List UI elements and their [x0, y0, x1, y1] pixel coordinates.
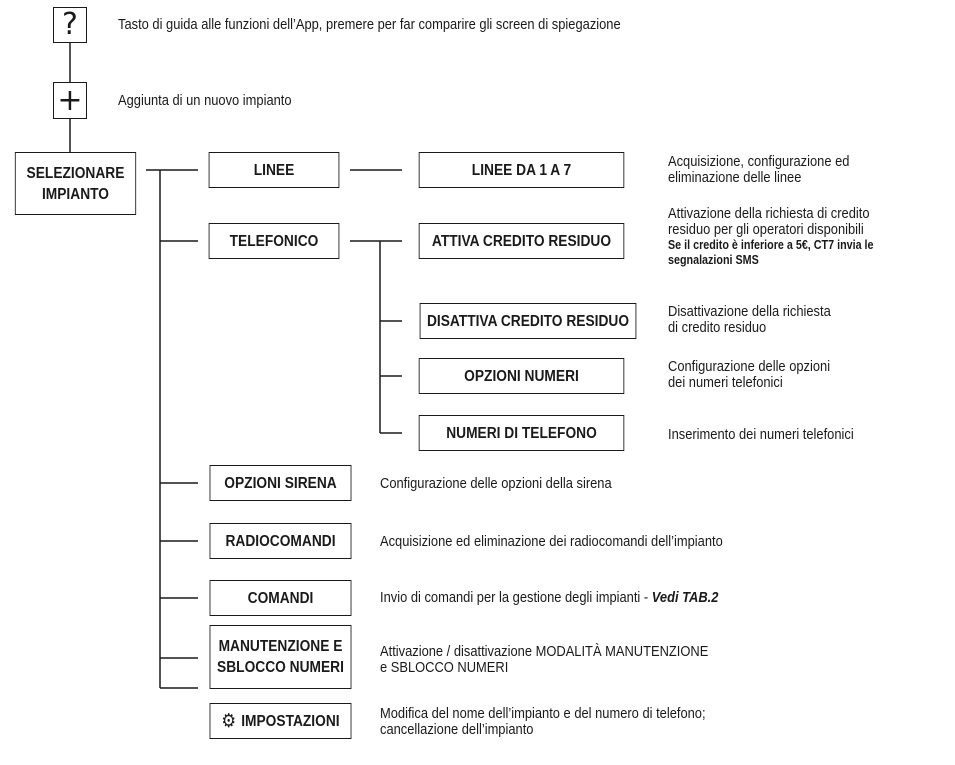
- opzioni-numeri-description: Configurazione delle opzioni dei numeri …: [668, 358, 831, 391]
- disattiva-credito-description: Disattivazione della richiesta di credit…: [668, 303, 831, 336]
- linee-1-7-node[interactable]: LINEE DA 1 A 7: [418, 152, 625, 188]
- opzioni-numeri-node[interactable]: OPZIONI NUMERI: [418, 358, 625, 394]
- opzioni-sirena-description: Configurazione delle opzioni della siren…: [380, 475, 612, 492]
- credit-note: Se il credito è inferiore a 5€, CT7 invi…: [668, 238, 874, 252]
- comandi-description: Invio di comandi per la gestione degli i…: [380, 589, 719, 606]
- plus-icon: +: [57, 82, 83, 118]
- linee-node[interactable]: LINEE: [208, 152, 340, 188]
- impostazioni-description: Modifica del nome dell’impianto e del nu…: [380, 705, 706, 738]
- numeri-telefono-node[interactable]: NUMERI DI TELEFONO: [418, 415, 625, 451]
- attiva-credito-description: Attivazione della richiesta di credito r…: [668, 205, 874, 268]
- help-description: Tasto di guida alle funzioni dell’App, p…: [118, 16, 621, 33]
- gear-icon: ⚙: [221, 710, 237, 732]
- tab2-reference: Vedi TAB.2: [651, 589, 719, 606]
- select-system-node[interactable]: SELEZIONARE IMPIANTO: [14, 152, 137, 215]
- impostazioni-node[interactable]: ⚙IMPOSTAZIONI: [209, 703, 352, 739]
- radiocomandi-node[interactable]: RADIOCOMANDI: [209, 523, 352, 559]
- telefonico-node[interactable]: TELEFONICO: [208, 223, 340, 259]
- disattiva-credito-node[interactable]: DISATTIVA CREDITO RESIDUO: [419, 303, 637, 339]
- radiocomandi-description: Acquisizione ed eliminazione dei radioco…: [380, 533, 723, 550]
- root-label-line1: SELEZIONARE: [26, 164, 125, 182]
- add-description: Aggiunta di un nuovo impianto: [118, 92, 292, 109]
- help-icon: ?: [62, 7, 78, 42]
- root-label-line2: IMPIANTO: [41, 185, 109, 203]
- manutenzione-description: Attivazione / disattivazione MODALITÀ MA…: [380, 643, 709, 676]
- manutenzione-sblocco-numeri-node[interactable]: MANUTENZIONE E SBLOCCO NUMERI: [209, 625, 352, 689]
- help-button[interactable]: ?: [53, 7, 87, 43]
- linee-description: Acquisizione, configurazione ed eliminaz…: [668, 153, 850, 186]
- attiva-credito-node[interactable]: ATTIVA CREDITO RESIDUO: [418, 223, 625, 259]
- add-system-button[interactable]: +: [53, 82, 87, 119]
- opzioni-sirena-node[interactable]: OPZIONI SIRENA: [209, 465, 352, 501]
- numeri-telefono-description: Inserimento dei numeri telefonici: [668, 426, 854, 443]
- comandi-node[interactable]: COMANDI: [209, 580, 352, 616]
